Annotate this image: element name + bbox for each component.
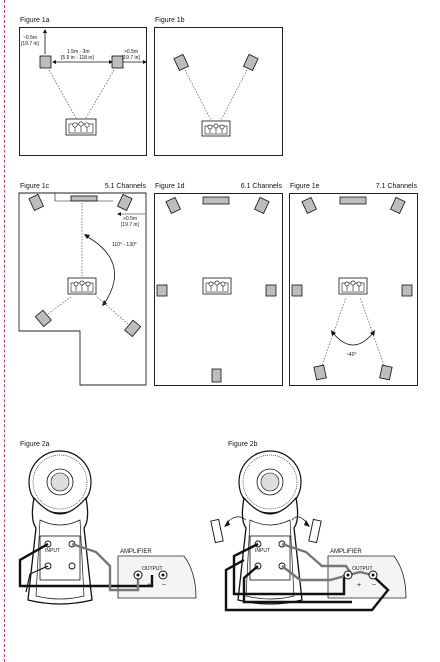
f1e-angle: ~40° <box>346 352 357 358</box>
dashed-cut-line <box>4 0 5 662</box>
figure-1d-label: Figure 1d <box>155 183 185 190</box>
f2b-amplifier: AMPLIFIER <box>330 549 362 555</box>
f1a-left-dim: ~0.5m <box>23 35 38 41</box>
figure-1e-label: Figure 1e <box>290 183 320 190</box>
f1a-right-dim: >0.5m <box>124 49 139 55</box>
f2a-plus: + <box>147 582 152 589</box>
figure-1e-channels: 7.1 Channels <box>375 183 417 190</box>
f1c-angle: 110° - 130° <box>112 242 137 248</box>
f1a-mid-dim-in: [5.9 in - 118 in] <box>61 55 94 61</box>
figure-2a-label: Figure 2a <box>20 441 50 448</box>
f2a-minus: − <box>162 582 167 589</box>
f1c-dim-in: [19.7 in] <box>121 222 139 228</box>
f2a-output: OUTPUT <box>142 566 163 572</box>
figure-1d-channels: 6.1 Channels <box>240 183 282 190</box>
figure-1c-channels: 5.1 Channels <box>104 183 146 190</box>
figure-1b-label: Figure 1b <box>155 17 185 24</box>
figure-1a-label: Figure 1a <box>20 17 50 24</box>
f2b-minus: − <box>372 582 377 589</box>
f1a-left-dim-in: [19.7 in] <box>21 41 39 47</box>
speaker-front-right <box>111 55 124 69</box>
f2a-amplifier: AMPLIFIER <box>120 549 152 555</box>
f1a-mid-dim: 1.5m - 3m <box>67 49 90 55</box>
figure-1c-label: Figure 1c <box>20 183 50 190</box>
f2b-plus: + <box>357 582 362 589</box>
f2a-input: INPUT <box>45 548 60 554</box>
f2b-output: OUTPUT <box>352 566 373 572</box>
f1a-right-dim-in: [19.7 in] <box>122 55 140 61</box>
listener-sofa <box>65 118 97 136</box>
f1c-dim: >0.5m <box>123 216 138 222</box>
f2b-input: INPUT <box>255 548 270 554</box>
figure-2b-label: Figure 2b <box>228 441 258 448</box>
speaker-front-left <box>39 55 52 69</box>
